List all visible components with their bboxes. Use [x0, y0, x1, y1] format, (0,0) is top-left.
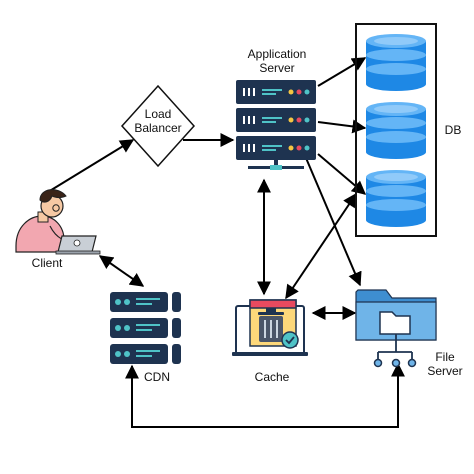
load-balancer-label-line2: Balancer: [134, 121, 182, 135]
file-server-label-line1: File: [435, 350, 455, 364]
db-label: DB: [444, 123, 462, 137]
arrow-cdn-fileserver: [125, 362, 405, 428]
load-balancer-shape: [120, 84, 196, 168]
arrow-client-to-loadbalancer: [47, 139, 135, 193]
app-server-label-line2: Server: [259, 61, 295, 75]
connectors: [47, 57, 405, 428]
cdn-server-icon: [110, 292, 181, 364]
database-cylinder-1: [366, 34, 426, 91]
arrow-appserver-to-fileserver: [305, 157, 362, 287]
arrow-client-cdn: [98, 255, 145, 287]
load-balancer-label-line1: Load: [144, 107, 172, 121]
cache-icon: [232, 299, 308, 356]
client-label: Client: [31, 256, 63, 270]
load-balancer-label: Load Balancer: [128, 107, 188, 135]
cdn-label: CDN: [144, 370, 170, 384]
arrow-appserver-to-db1: [317, 57, 367, 87]
arrow-appserver-to-db3: [317, 153, 367, 195]
file-server-label-line2: Server: [427, 364, 463, 378]
arrow-appserver-to-db2: [317, 119, 367, 134]
client-person-icon: [15, 189, 101, 255]
file-server-icon: [355, 289, 437, 368]
database-cylinder-2: [366, 102, 426, 159]
app-server-label-line1: Application: [247, 47, 307, 61]
database-cylinder-3: [366, 170, 426, 227]
application-server-icon: [236, 80, 316, 170]
file-server-label: File Server: [420, 350, 470, 378]
arrow-db-cache: [285, 192, 357, 300]
db-container: [355, 23, 437, 237]
app-server-label: Application Server: [232, 47, 322, 75]
cache-label: Cache: [254, 370, 290, 384]
